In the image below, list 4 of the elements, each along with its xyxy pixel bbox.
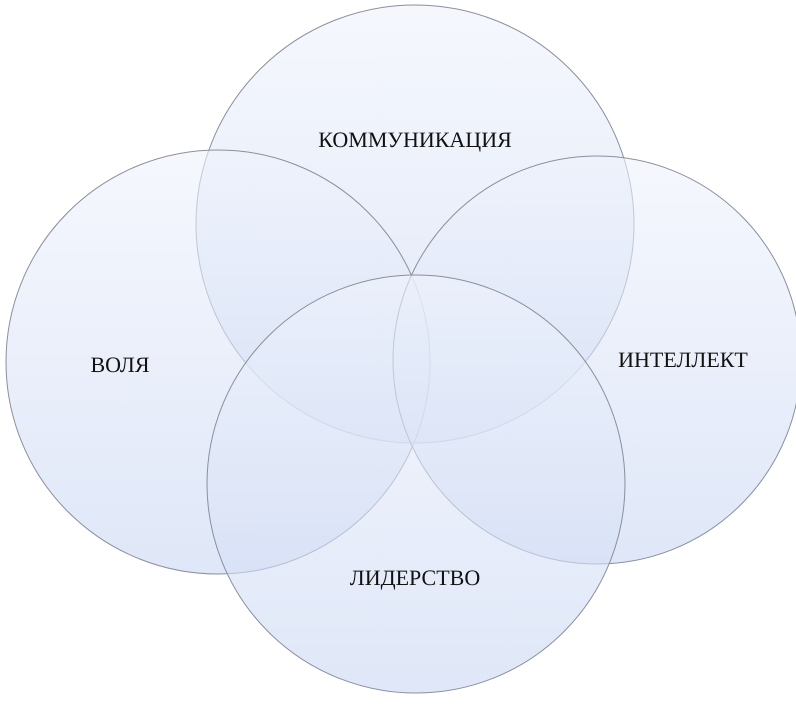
circle-label: ИНТЕЛЛЕКТ bbox=[618, 347, 748, 373]
circle-label: КОММУНИКАЦИЯ bbox=[318, 127, 512, 153]
circle-label: ВОЛЯ bbox=[90, 352, 150, 378]
circle-label: ЛИДЕРСТВО bbox=[350, 565, 480, 591]
